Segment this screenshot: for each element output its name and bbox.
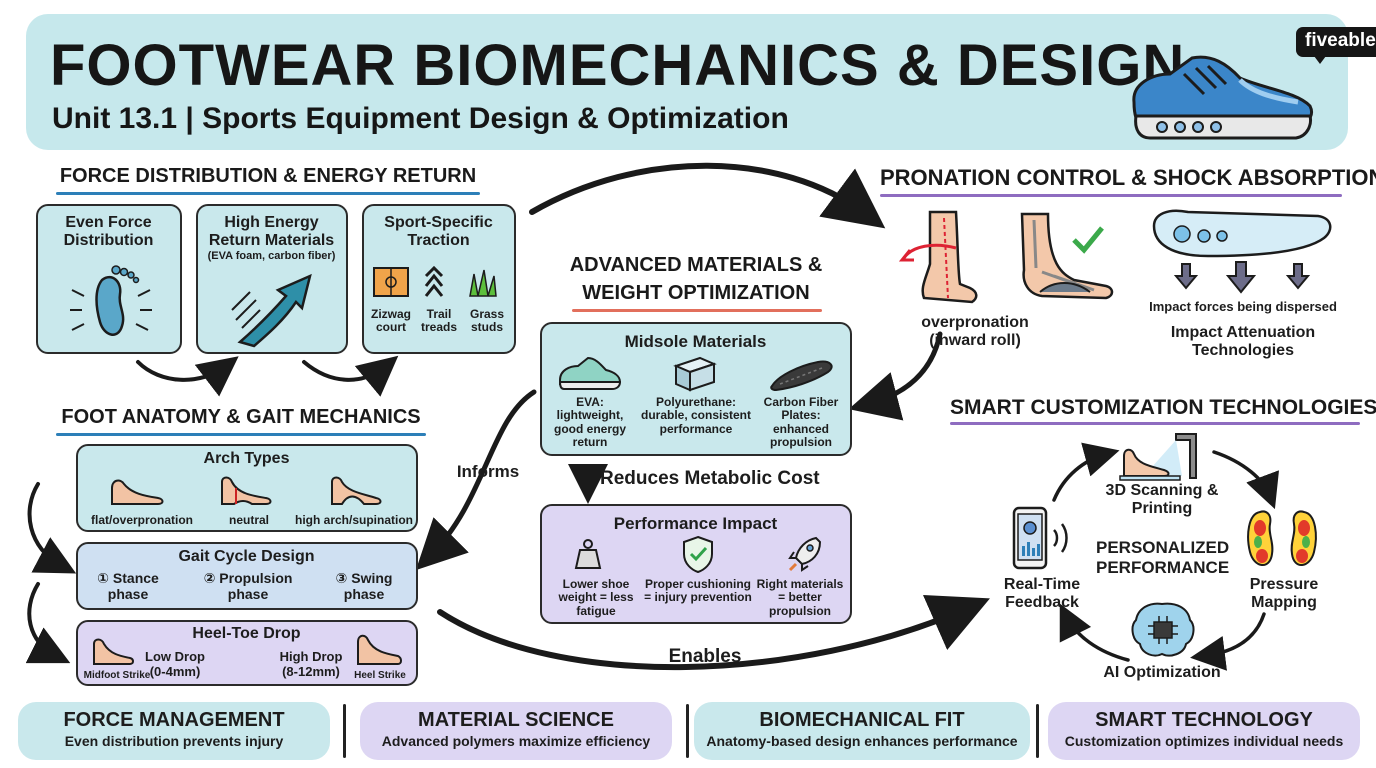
heel-toe-drop-title: Heel-Toe Drop bbox=[192, 625, 301, 642]
3d-scanner-icon bbox=[1119, 433, 1197, 481]
traction-court-label: Zizwag court bbox=[370, 307, 411, 335]
materials-title-line2: WEIGHT OPTIMIZATION bbox=[582, 282, 810, 304]
midsole-materials-card: Midsole Materials EVA: lightweight, good… bbox=[540, 322, 852, 456]
bottom-material-science: MATERIAL SCIENCE Advanced polymers maxim… bbox=[360, 702, 672, 760]
arch-neutral-label: neutral bbox=[228, 513, 269, 527]
real-time-feedback-label: Real-Time Feedback bbox=[1003, 576, 1081, 612]
force-title-underline bbox=[56, 192, 480, 195]
carbon-material-text: Carbon Fiber Plates: enhanced propulsion bbox=[763, 395, 839, 450]
shield-check-icon bbox=[683, 535, 713, 574]
pressure-map-icon bbox=[1247, 510, 1317, 566]
performance-impact-card: Performance Impact Lower shoe weight = l… bbox=[540, 504, 852, 624]
gait-cycle-title: Gait Cycle Design bbox=[178, 548, 315, 565]
personalized-performance-label: PERSONALIZED PERFORMANCE bbox=[1096, 538, 1230, 577]
polyurethane-block-icon bbox=[673, 356, 717, 392]
impact-attenuation-label: Impact Attenuation Technologies bbox=[1170, 324, 1316, 360]
high-drop-label: High Drop (8-12mm) bbox=[279, 649, 343, 679]
bottom-pill-title: FORCE MANAGEMENT bbox=[63, 709, 285, 731]
overpronation-label: overpronation (inward roll) bbox=[921, 314, 1029, 350]
page-title: FOOTWEAR BIOMECHANICS & DESIGN bbox=[50, 33, 1186, 98]
midsole-title: Midsole Materials bbox=[624, 332, 767, 351]
traction-trail-label: Trail treads bbox=[420, 307, 458, 335]
bottom-pill-title: SMART TECHNOLOGY bbox=[1095, 709, 1313, 731]
heel-toe-drop-card: Heel-Toe Drop Midfoot Strike Low Drop (0… bbox=[76, 620, 418, 686]
shock-absorbing-sole-icon bbox=[1152, 209, 1332, 294]
anatomy-section-title: FOOT ANATOMY & GAIT MECHANICS bbox=[61, 406, 421, 428]
bottom-pill-desc: Even distribution prevents injury bbox=[64, 733, 284, 749]
pronation-section-title: PRONATION CONTROL & SHOCK ABSORPTION bbox=[880, 165, 1376, 190]
polyurethane-material-text: Polyurethane: durable, consistent perfor… bbox=[640, 395, 752, 436]
weight-icon bbox=[574, 539, 602, 569]
header-banner: FOOTWEAR BIOMECHANICS & DESIGN Unit 13.1… bbox=[26, 14, 1376, 150]
bottom-pill-title: BIOMECHANICAL FIT bbox=[759, 709, 965, 731]
scanning-printing-label: 3D Scanning & Printing bbox=[1105, 482, 1219, 518]
energy-arrow-icon bbox=[231, 273, 312, 348]
traction-icons bbox=[373, 265, 497, 297]
bottom-force-management: FORCE MANAGEMENT Even distribution preve… bbox=[18, 702, 330, 760]
gait-step-swing: ③ Swing phase bbox=[335, 570, 393, 603]
arch-feet-icons bbox=[111, 476, 382, 505]
impact-materials-text: Right materials = better propulsion bbox=[756, 577, 844, 618]
ai-brain-chip-icon bbox=[1131, 602, 1195, 657]
low-drop-label: Low Drop (0-4mm) bbox=[145, 649, 205, 679]
footprint-icon bbox=[70, 265, 152, 336]
bottom-smart-technology: SMART TECHNOLOGY Customization optimizes… bbox=[1048, 702, 1360, 760]
bottom-pill-desc: Customization optimizes individual needs bbox=[1064, 733, 1344, 749]
foot-skeleton-icon bbox=[1020, 212, 1114, 300]
gait-step-propulsion: ② Propulsion phase bbox=[203, 570, 293, 603]
eva-material-text: EVA: lightweight, good energy return bbox=[553, 395, 626, 450]
overpronation-foot-icon bbox=[898, 210, 978, 304]
heel-foot-icon bbox=[357, 634, 402, 665]
enables-connector-label: Enables bbox=[668, 646, 742, 667]
midfoot-strike-label: Midfoot Strike bbox=[83, 670, 151, 681]
materials-title-underline bbox=[572, 309, 822, 312]
force-section-title: FORCE DISTRIBUTION & ENERGY RETURN bbox=[59, 165, 477, 187]
bottom-divider bbox=[1036, 704, 1039, 758]
impact-cushioning-text: Proper cushioning = injury prevention bbox=[644, 577, 752, 605]
arch-types-card: Arch Types flat/overpronation neutral hi… bbox=[76, 444, 418, 532]
heel-strike-label: Heel Strike bbox=[354, 670, 406, 681]
bottom-biomechanical-fit: BIOMECHANICAL FIT Anatomy-based design e… bbox=[694, 702, 1030, 760]
bottom-divider bbox=[686, 704, 689, 758]
force-card-title: Even Force Distribution bbox=[63, 214, 154, 250]
bottom-divider bbox=[343, 704, 346, 758]
sneaker-icon bbox=[1132, 55, 1314, 140]
force-card-note: (EVA foam, carbon fiber) bbox=[207, 250, 336, 262]
materials-title-line1: ADVANCED MATERIALS & bbox=[569, 254, 823, 276]
smart-title-underline bbox=[950, 422, 1360, 425]
traction-grass-label: Grass studs bbox=[469, 307, 505, 335]
phone-feedback-icon bbox=[1012, 506, 1068, 570]
page-subtitle: Unit 13.1 | Sports Equipment Design & Op… bbox=[52, 102, 789, 135]
eva-shoe-icon bbox=[558, 356, 622, 390]
force-card-even-distribution: Even Force Distribution bbox=[36, 204, 182, 354]
bottom-pill-desc: Anatomy-based design enhances performanc… bbox=[706, 733, 1018, 749]
arch-types-title: Arch Types bbox=[203, 450, 290, 467]
force-card-title: Sport-Specific Traction bbox=[384, 214, 493, 250]
reduces-metabolic-cost-label: Reduces Metabolic Cost bbox=[600, 468, 820, 489]
carbon-plate-icon bbox=[770, 360, 833, 392]
impact-weight-text: Lower shoe weight = less fatigue bbox=[558, 577, 634, 618]
bottom-pill-title: MATERIAL SCIENCE bbox=[418, 709, 614, 731]
arch-high-label: high arch/supination bbox=[294, 513, 413, 527]
midfoot-foot-icon bbox=[93, 638, 134, 665]
arch-flat-label: flat/overpronation bbox=[90, 513, 193, 527]
pressure-mapping-label: Pressure Mapping bbox=[1249, 576, 1319, 612]
rocket-icon bbox=[788, 536, 822, 572]
force-card-traction: Sport-Specific Traction Zizwag court Tra… bbox=[362, 204, 516, 354]
ai-optimization-label: AI Optimization bbox=[1103, 664, 1221, 681]
gait-cycle-card: Gait Cycle Design ① Stance phase ② Propu… bbox=[76, 542, 418, 610]
brand-logo: fiveable bbox=[1296, 27, 1376, 64]
bottom-pill-desc: Advanced polymers maximize efficiency bbox=[381, 733, 651, 749]
pronation-title-underline bbox=[880, 194, 1342, 197]
informs-connector-label: Informs bbox=[456, 462, 520, 481]
performance-impact-title: Performance Impact bbox=[613, 514, 778, 533]
anatomy-title-underline bbox=[56, 433, 426, 436]
impact-forces-label: Impact forces being dispersed bbox=[1149, 299, 1337, 314]
force-card-energy-return: High Energy Return Materials (EVA foam, … bbox=[196, 204, 348, 354]
gait-step-stance: ① Stance phase bbox=[97, 570, 159, 603]
smart-section-title: SMART CUSTOMIZATION TECHNOLOGIES bbox=[950, 396, 1376, 419]
force-card-title: High Energy Return Materials bbox=[208, 214, 335, 250]
